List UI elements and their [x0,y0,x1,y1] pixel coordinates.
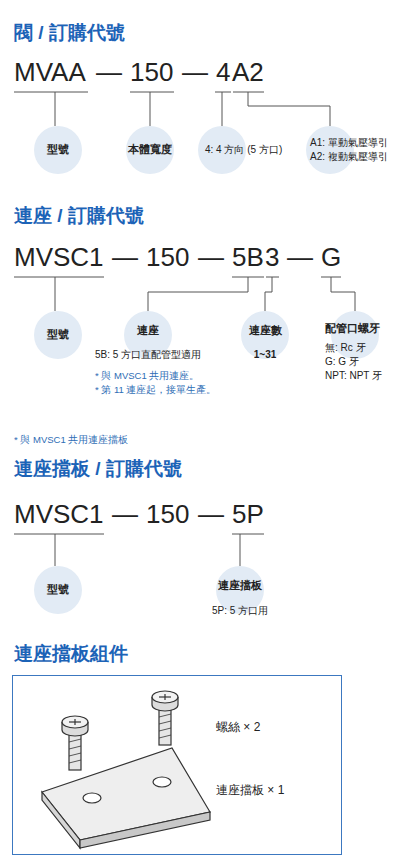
code-bubble: 配管口螺牙無: Rc 牙G: G 牙NPT: NPT 牙 [331,311,379,359]
code-part: MVSC1 [14,242,104,273]
bubble-detail: NPT: NPT 牙 [325,370,382,382]
code-part: 3 [265,242,279,273]
code-dash: — [112,499,138,530]
bubble-title: 連座數 [249,324,282,337]
code-bubble: 本體寬度 [126,126,174,174]
bubble-title: 配管口螺牙 [325,322,380,335]
bubble-detail: 5P: 5 方口用 [212,605,268,617]
code-part: A2 [232,57,264,88]
section-heading: 連座擋板 / 訂購代號 [14,458,182,481]
bubble-detail: 無: Rc 牙 [325,342,366,354]
bubble-title: 螺絲 × 2 [216,720,260,734]
plate-illustration [42,748,210,848]
bubble-title: 4: 4 方向 (5 方口) [205,144,282,156]
code-part: MVAA [14,57,86,88]
code-bubble: A1: 單動氣壓導引A2: 複動氣壓導引 [306,126,354,174]
code-part: G [321,242,341,273]
bubble-title: 型號 [47,328,69,341]
note-text: * 與 MVSC1 共用連座擋板 [14,434,128,445]
section-heading: 閥 / 訂購代號 [14,22,125,45]
code-part: 4 [216,57,230,88]
note-text: * 與 MVSC1 共用連座。 [95,370,199,381]
bubble-title: A1: 單動氣壓導引 [310,137,388,149]
code-part: 150 [130,57,173,88]
bubble-title: 連座 [137,324,159,337]
code-bubble: 型號 [34,126,82,174]
bubble-title: 型號 [47,583,69,596]
code-dash: — [182,57,208,88]
code-bubble: 型號 [34,311,82,359]
code-bubble: 連座擋板5P: 5 方口用 [216,566,264,614]
code-part: MVSC1 [14,499,104,530]
code-bubble: 型號 [34,566,82,614]
bubble-detail: A2: 複動氣壓導引 [310,151,388,163]
code-bubble: 連座數 1~31 [241,311,289,359]
code-part: 150 [146,242,189,273]
code-dash: — [96,57,122,88]
bubble-detail: G: G 牙 [325,356,359,368]
code-dash: — [287,242,313,273]
code-dash: — [198,242,224,273]
section-heading: 連座 / 訂購代號 [14,205,144,228]
code-part: 150 [146,499,189,530]
code-dash: — [198,499,224,530]
code-part: 5B [232,242,264,273]
bubble-detail: 連座擋板 × 1 [216,783,284,797]
code-bubble: 4: 4 方向 (5 方口) [198,126,246,174]
bubble-detail: 1~31 [254,349,277,361]
bubble-detail: 5B: 5 方口直配管型適用 [95,349,201,361]
code-part: 5P [232,499,264,530]
leader-lines [14,92,355,566]
code-bubble: 連座5B: 5 方口直配管型適用 [124,311,172,359]
bubble-title: 本體寬度 [128,143,172,156]
section-heading: 連座擋板組件 [14,643,128,666]
screw-illustration [62,691,178,770]
parts-box: 螺絲 × 2 連座擋板 × 1 [12,675,342,855]
code-dash: — [112,242,138,273]
bubble-title: 連座擋板 [218,579,262,592]
note-text: * 第 11 連座起，接單生產。 [95,384,216,395]
bubble-title: 型號 [47,143,69,156]
